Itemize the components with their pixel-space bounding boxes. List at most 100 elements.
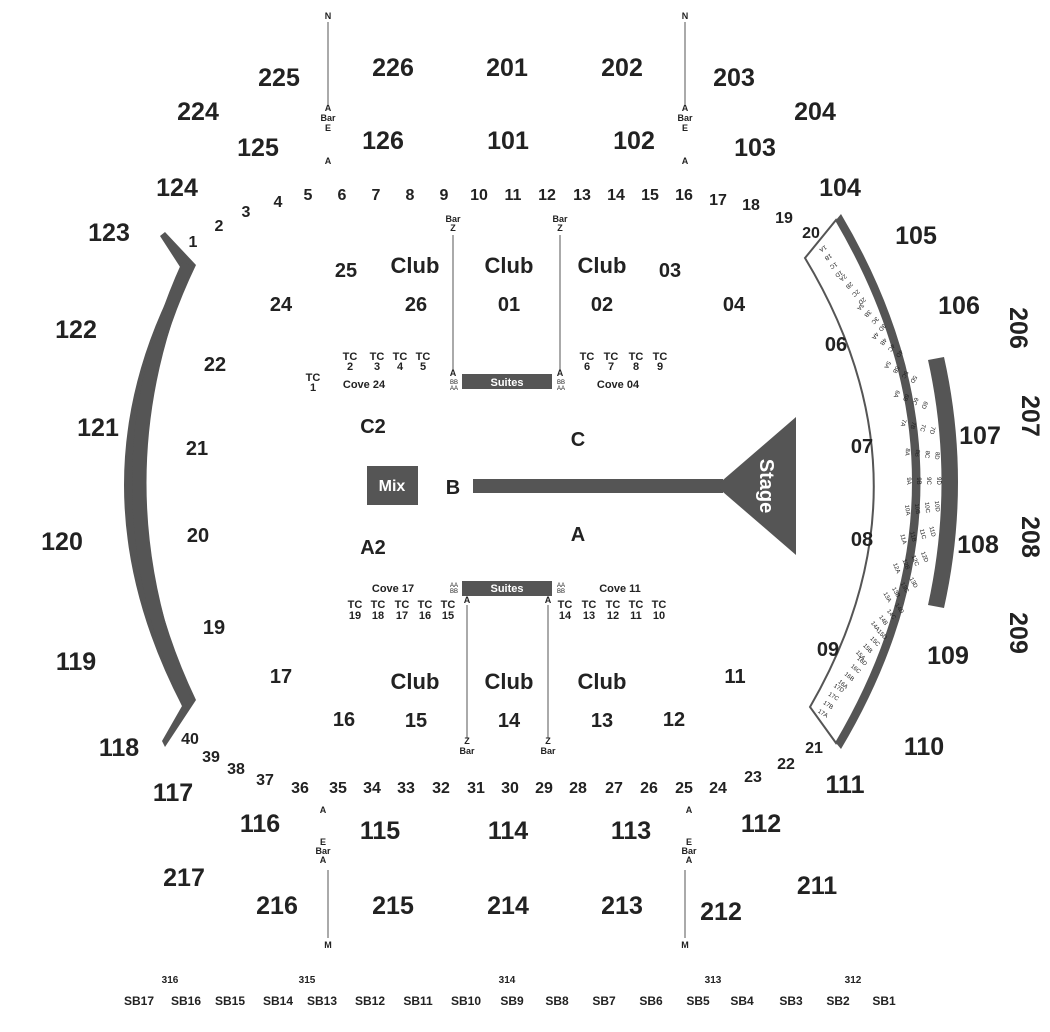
floor-row-16a[interactable]: 16A [836, 679, 848, 690]
floor-section-27[interactable]: 27 [605, 780, 623, 797]
floor-row-11a[interactable]: 11A [898, 534, 906, 545]
tc-table-3[interactable]: TC [370, 351, 385, 363]
floor-row-2b[interactable]: 2B [844, 280, 853, 289]
section-102[interactable]: 102 [613, 127, 655, 155]
floor-row-4b[interactable]: 4B [878, 337, 887, 346]
floor-section-34[interactable]: 34 [363, 780, 381, 797]
section-215[interactable]: 215 [372, 892, 414, 920]
floor-section-40[interactable]: 40 [181, 731, 199, 748]
floor-section-4[interactable]: 4 [274, 194, 283, 211]
inner-section-15[interactable]: 15 [405, 710, 427, 732]
section-316[interactable]: 316 [162, 975, 179, 986]
floor-row-14b[interactable]: 14B [877, 615, 888, 627]
floor-row-2a[interactable]: 2A [838, 272, 847, 281]
floor-row-8c[interactable]: 8C [923, 450, 930, 459]
floor-row-9b[interactable]: 9B [915, 477, 921, 484]
section-214[interactable]: 214 [487, 892, 529, 920]
floor-row-10a[interactable]: 10A [903, 504, 910, 515]
section-118[interactable]: 118 [99, 734, 139, 762]
skybox-sb16[interactable]: SB16 [171, 994, 201, 1008]
floor-row-6c[interactable]: 6C [910, 396, 919, 406]
tc-table-11[interactable]: TC [629, 599, 644, 611]
floor-row-11c[interactable]: 11C [918, 528, 927, 540]
skybox-sb1[interactable]: SB1 [872, 994, 896, 1008]
inner-section-20[interactable]: 20 [187, 525, 209, 547]
inner-section-02[interactable]: 02 [591, 294, 613, 316]
floor-row-4c[interactable]: 4C [886, 342, 896, 352]
section-112[interactable]: 112 [741, 810, 781, 838]
floor-row-3d[interactable]: 3D [876, 322, 886, 332]
floor-row-2d[interactable]: 2D [856, 296, 866, 306]
floor-row-12a[interactable]: 12A [891, 562, 901, 574]
section-121[interactable]: 121 [77, 414, 119, 442]
floor-row-11b[interactable]: 11B [908, 531, 916, 542]
floor-row-3c[interactable]: 3C [869, 315, 879, 325]
section-123[interactable]: 123 [88, 219, 130, 247]
floor-row-1b[interactable]: 1B [823, 252, 832, 261]
section-312[interactable]: 312 [845, 975, 862, 986]
skybox-sb15[interactable]: SB15 [215, 994, 245, 1008]
floor-row-17d[interactable]: 17D [832, 683, 845, 694]
floor-row-7d[interactable]: 7D [928, 426, 936, 436]
section-225[interactable]: 225 [258, 64, 300, 92]
floor-row-15a[interactable]: 15A [854, 650, 866, 662]
section-103[interactable]: 103 [734, 134, 776, 162]
floor-section-1[interactable]: 1 [189, 234, 198, 251]
floor-section-5[interactable]: 5 [304, 187, 313, 204]
floor-section-20[interactable]: 20 [802, 225, 820, 242]
section-125[interactable]: 125 [237, 134, 279, 162]
section-204[interactable]: 204 [794, 98, 836, 126]
section-209[interactable]: 209 [1004, 612, 1032, 654]
floor-row-13c[interactable]: 13C [899, 582, 910, 595]
floor-row-7c[interactable]: 7C [918, 423, 926, 433]
floor-row-6d[interactable]: 6D [919, 400, 928, 410]
floor-section-38[interactable]: 38 [227, 761, 245, 778]
floor-section-24[interactable]: 24 [709, 780, 727, 797]
floor-row-7a[interactable]: 7A [899, 418, 907, 427]
section-119[interactable]: 119 [56, 648, 96, 676]
section-106[interactable]: 106 [938, 292, 980, 320]
floor-section-14[interactable]: 14 [607, 187, 625, 204]
section-104[interactable]: 104 [819, 174, 861, 202]
floor-row-5c[interactable]: 5C [899, 369, 908, 379]
inner-section-19[interactable]: 19 [203, 617, 225, 639]
section-110[interactable]: 110 [904, 733, 944, 761]
floor-row-10d[interactable]: 10D [933, 501, 940, 513]
floor-row-5b[interactable]: 5B [891, 365, 900, 374]
floor-row-8b[interactable]: 8B [913, 449, 920, 457]
floor-section-11[interactable]: 11 [505, 187, 522, 204]
floor-section-9[interactable]: 9 [440, 187, 449, 204]
section-217[interactable]: 217 [163, 864, 205, 892]
tc-table-5[interactable]: TC [416, 351, 431, 363]
floor-row-15b[interactable]: 15B [861, 643, 873, 655]
floor-row-13b[interactable]: 13B [890, 587, 900, 599]
inner-section-01[interactable]: 01 [498, 294, 520, 316]
pit-c2[interactable]: C2 [360, 416, 386, 438]
skybox-sb3[interactable]: SB3 [779, 994, 803, 1008]
inner-section-14[interactable]: 14 [498, 710, 521, 732]
floor-row-9c[interactable]: 9C [925, 477, 931, 485]
section-117[interactable]: 117 [153, 779, 193, 807]
floor-row-1c[interactable]: 1C [828, 260, 838, 270]
floor-section-19[interactable]: 19 [775, 210, 793, 227]
tc-table-2[interactable]: TC [343, 351, 358, 363]
floor-section-30[interactable]: 30 [501, 780, 519, 797]
inner-section-17[interactable]: 17 [270, 666, 292, 688]
floor-row-14a[interactable]: 14A [869, 621, 880, 633]
floor-section-13[interactable]: 13 [573, 187, 591, 204]
pit-a2[interactable]: A2 [360, 537, 386, 559]
tc-table-14[interactable]: TC [558, 599, 573, 611]
tc-table-12[interactable]: TC [606, 599, 621, 611]
floor-section-16[interactable]: 16 [675, 187, 693, 204]
tc-table-13[interactable]: TC [582, 599, 597, 611]
floor-section-22[interactable]: 22 [777, 756, 795, 773]
floor-section-25[interactable]: 25 [675, 780, 693, 797]
inner-section-13[interactable]: 13 [591, 710, 613, 732]
section-315[interactable]: 315 [299, 975, 316, 986]
floor-section-18[interactable]: 18 [742, 197, 760, 214]
section-120[interactable]: 120 [41, 528, 83, 556]
section-313[interactable]: 313 [705, 975, 722, 986]
floor-row-17b[interactable]: 17B [822, 700, 834, 711]
inner-section-16[interactable]: 16 [333, 709, 355, 731]
floor-row-8d[interactable]: 8D [933, 451, 940, 460]
